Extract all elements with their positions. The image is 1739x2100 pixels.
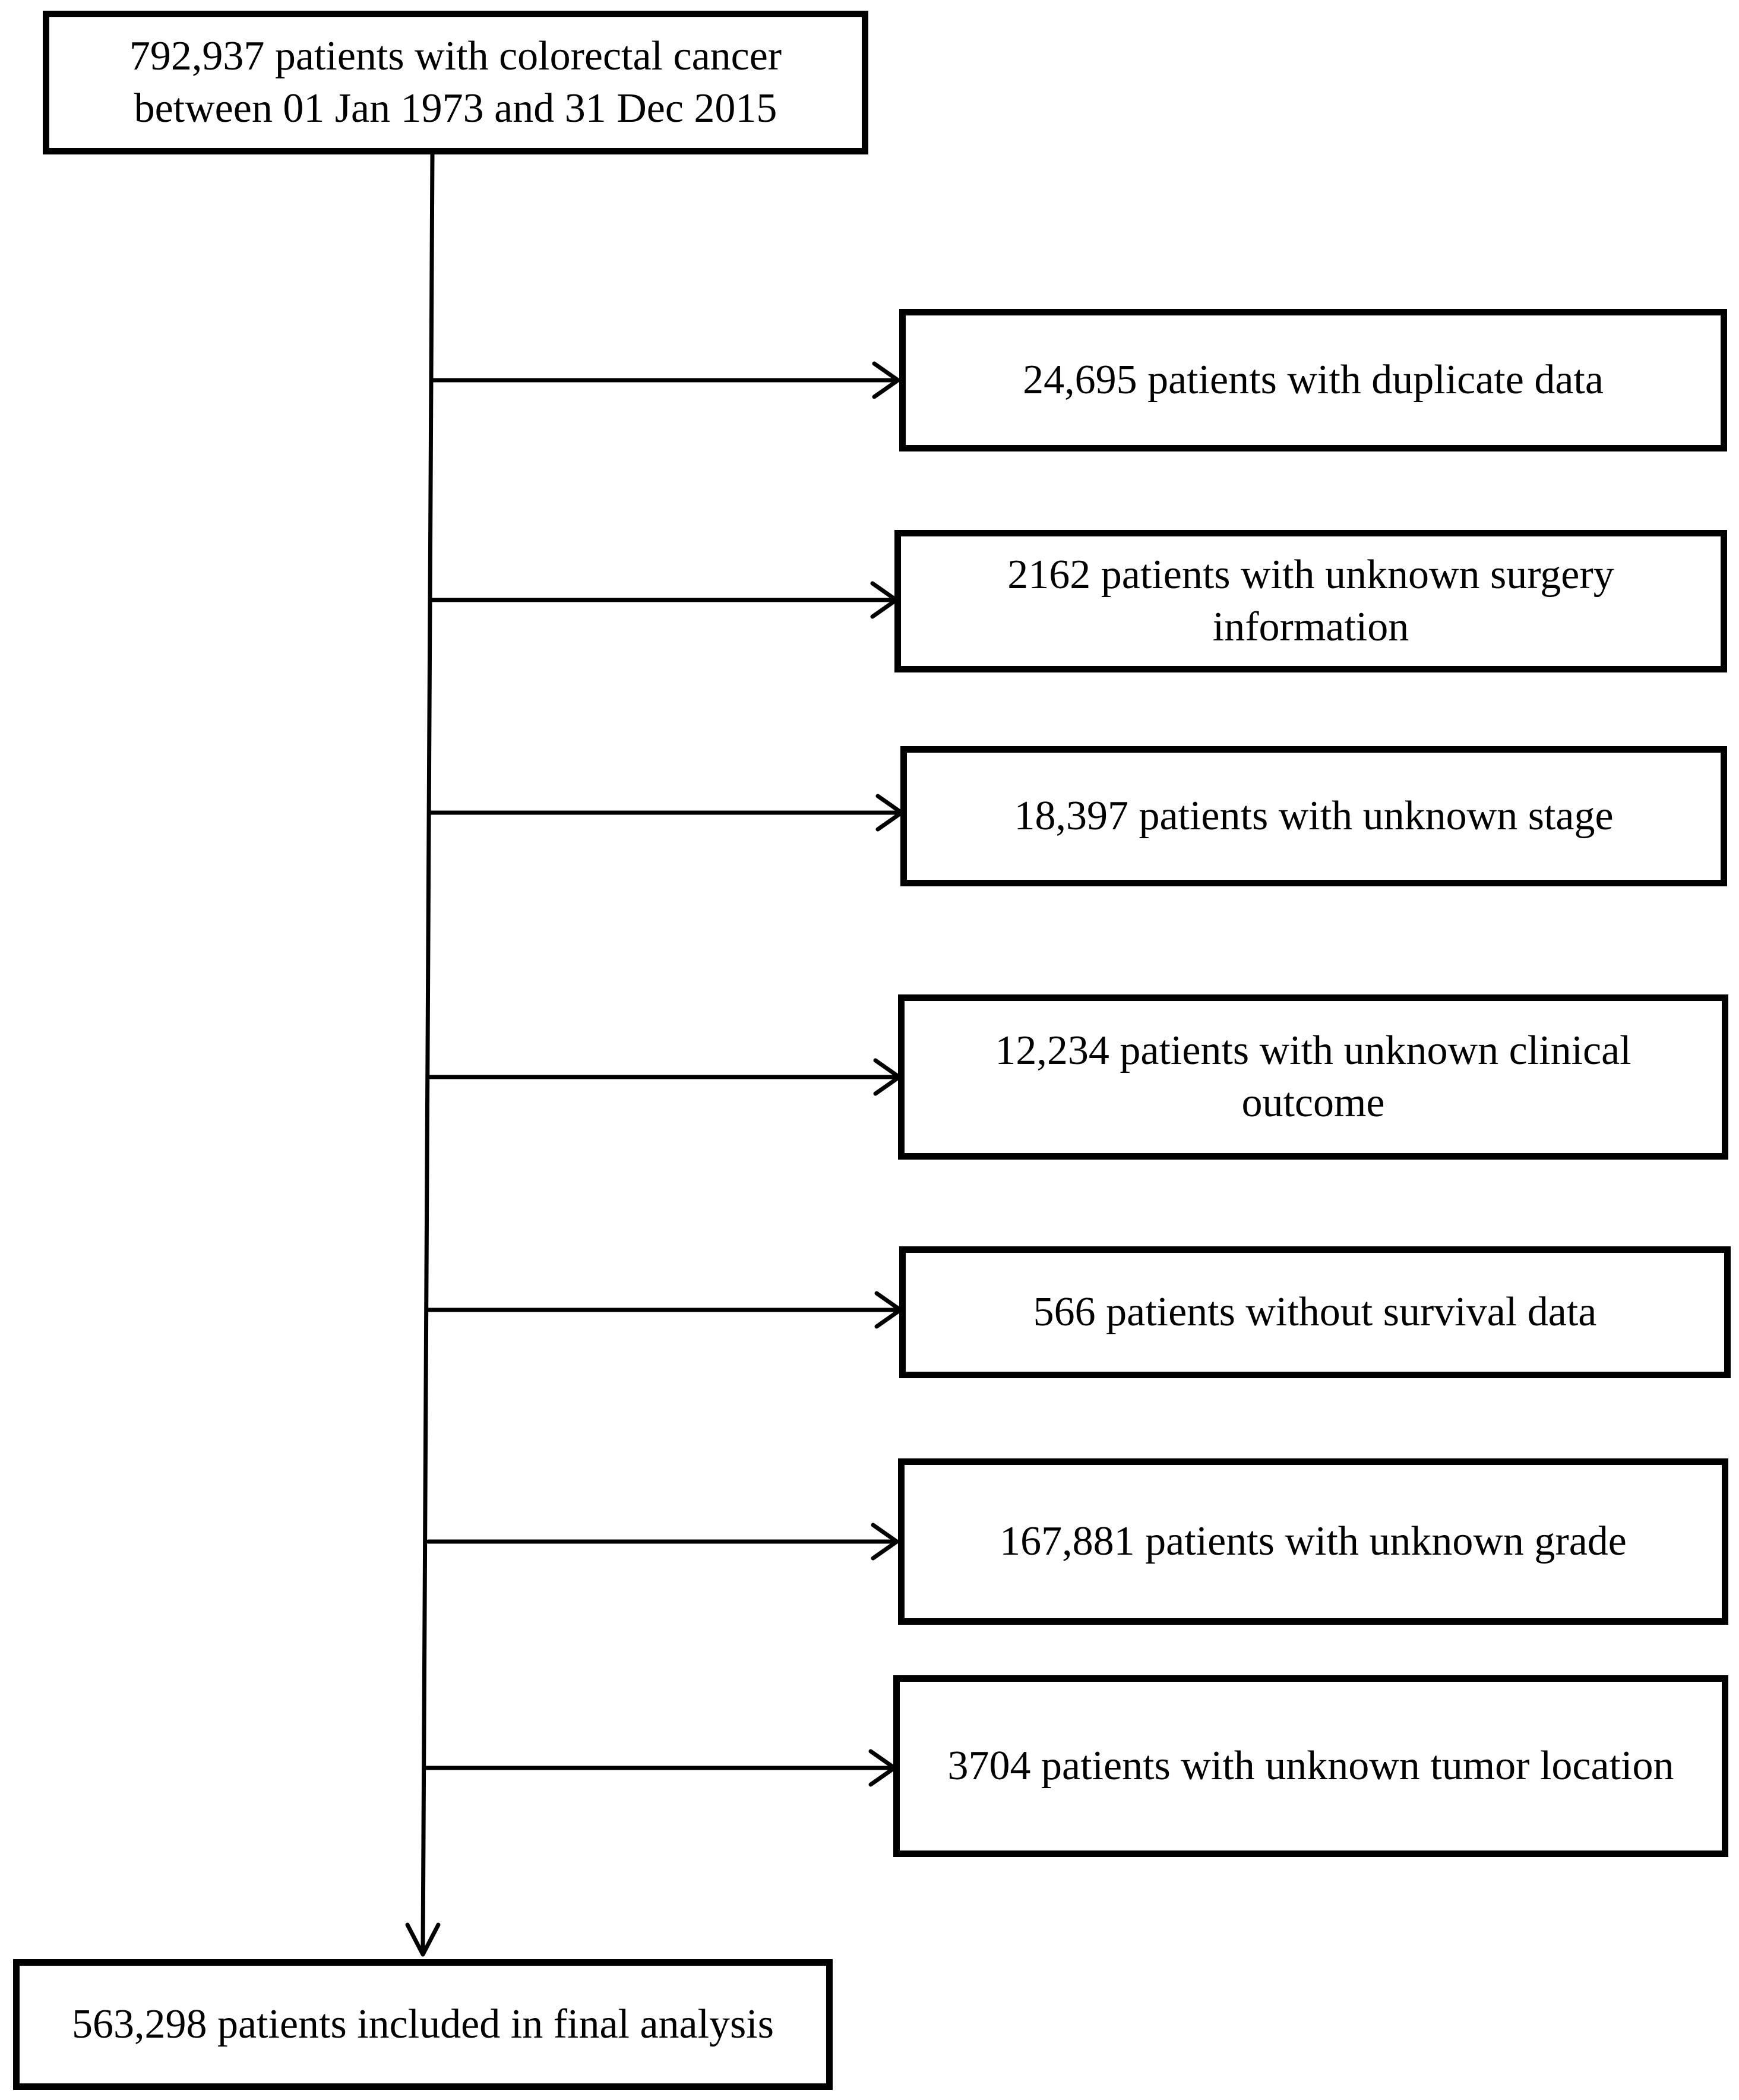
exclusion-box-unknown-clinical-outcome: 12,234 patients with unknown clinical ou… [898,994,1728,1160]
final-analysis-box: 563,298 patients included in final analy… [13,1959,833,2090]
exclusion-box-no-survival-data: 566 patients without survival data [899,1246,1731,1378]
branch-arrow-6-head [871,1523,899,1561]
start-box: 792,937 patients with colorectal cancer … [43,11,868,154]
branch-arrow-1-head [872,361,900,399]
exclusion-box-duplicate-data: 24,695 patients with duplicate data [899,309,1727,451]
exclusion-box-unknown-surgery: 2162 patients with unknown surgery infor… [894,530,1727,672]
exclusion-box-unknown-stage: 18,397 patients with unknown stage [900,746,1727,886]
final-arrowhead [405,1922,441,1957]
main-trunk-line [420,151,435,1952]
exclusion-box-unknown-grade: 167,881 patients with unknown grade [898,1458,1728,1625]
exclusion-box-unknown-tumor-location: 3704 patients with unknown tumor locatio… [893,1675,1728,1857]
